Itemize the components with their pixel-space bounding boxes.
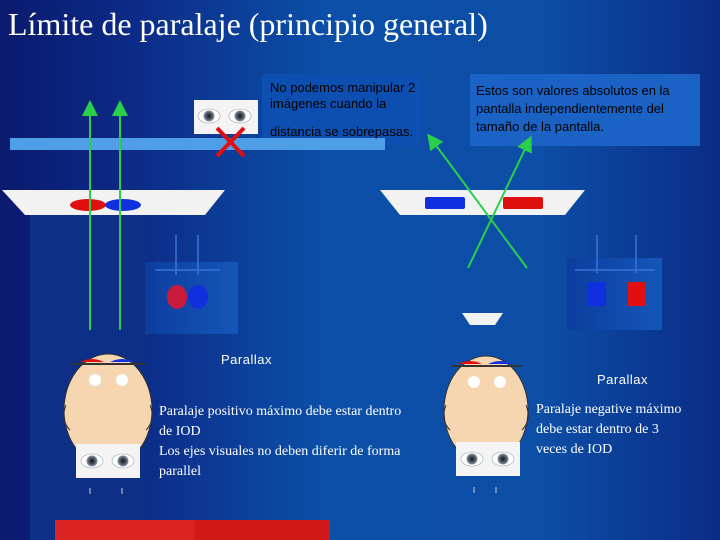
distance-bar [10,138,385,150]
x-mark-icon [215,126,246,158]
note-top-line: imágenes cuando la [270,96,387,111]
caption-line: Los ejes visuales no deben diferir de fo… [159,444,401,459]
caption-line: Paralaje negative máximo [536,402,682,417]
parallax-label-left: Parallax [221,352,272,367]
caption-line: debe estar dentro de 3 [536,422,659,437]
note-right-box [470,74,700,146]
caption-line: veces de IOD [536,442,613,457]
page-title: Límite de paralaje (principio general) [8,6,488,42]
3d-glasses-icon [72,359,145,386]
3d-glasses-icon [452,361,522,388]
sightline-right-1 [427,133,528,269]
parallax-label-right: Parallax [597,372,648,387]
left-parallax-panel [145,235,238,334]
note-right: Estos son valores absolutos en la pantal… [476,82,696,136]
head-icon [443,355,529,465]
note-top: No podemos manipular 2 imágenes cuando l… [270,80,430,140]
small-screen [462,313,503,325]
caption-line: Paralaje positivo máximo debe estar dent… [159,404,402,419]
note-top-box [262,74,422,146]
caption-line: de IOD [159,424,201,439]
sightline-right-2 [467,135,532,269]
note-right-line: tamaño de la pantalla. [476,119,604,134]
note-top-line: No podemos manipular 2 [270,80,416,95]
caption-right: Paralaje negative máximo debe estar dent… [536,400,716,460]
note-right-line: Estos son valores absolutos en la [476,83,670,98]
eyes-icon [76,444,140,478]
caption-left: Paralaje positivo máximo debe estar dent… [159,402,459,482]
right-parallax-panel [567,235,662,330]
note-top-line: distancia se sobrepasas. [270,124,414,139]
eyes-icon [456,442,520,476]
caption-line: parallel [159,464,201,479]
eyes-icon [194,100,258,134]
right-screen [380,190,585,215]
note-right-line: pantalla independientemente del [476,101,664,116]
left-screen [2,190,225,215]
